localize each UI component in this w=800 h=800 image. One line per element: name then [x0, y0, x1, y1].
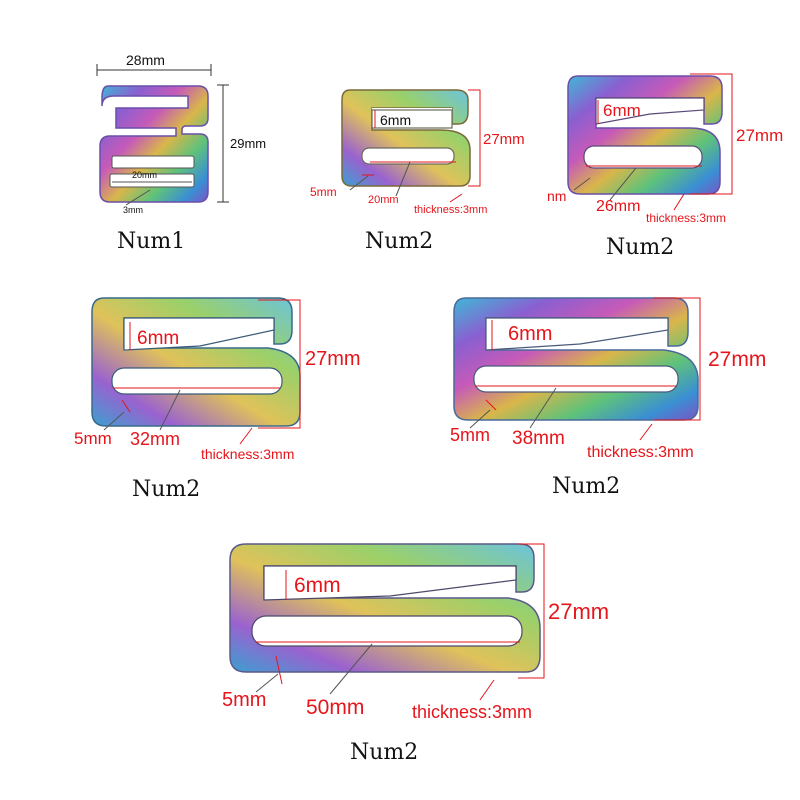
gap-label: 6mm	[137, 328, 180, 349]
gap-label: 6mm	[603, 101, 641, 120]
bar-width-label: nm	[547, 188, 567, 204]
height-label: 27mm	[736, 126, 784, 145]
gap-label: 6mm	[380, 112, 412, 128]
height-label: 29mm	[230, 136, 267, 151]
height-label: 27mm	[548, 599, 610, 624]
caption-num2: Num2	[552, 474, 621, 499]
caption-num2: Num2	[132, 477, 201, 502]
bar-width-label: 5mm	[310, 185, 337, 199]
bar-width-label: 5mm	[450, 425, 490, 445]
gap-label: 6mm	[294, 574, 341, 597]
slot-length-label: 38mm	[512, 428, 565, 449]
bar-width-label: 3mm	[123, 205, 143, 215]
thickness-label: thickness:3mm	[587, 444, 694, 461]
thickness-label: thickness:3mm	[414, 204, 488, 216]
gap-label: 6mm	[508, 323, 553, 345]
thickness-label: thickness:3mm	[412, 702, 533, 722]
slot-width-label: 20mm	[132, 170, 158, 180]
caption-num2: Num2	[365, 229, 434, 254]
slot-length-label: 32mm	[130, 429, 181, 449]
caption-num2: Num2	[606, 235, 675, 260]
height-label: 27mm	[708, 348, 767, 371]
height-label: 27mm	[483, 131, 525, 148]
bar-width-label: 5mm	[74, 429, 112, 448]
caption-num2: Num2	[350, 740, 419, 765]
bar-width-label: 5mm	[222, 689, 267, 711]
slot-length-label: 26mm	[596, 198, 641, 215]
caption-num1: Num1	[117, 229, 186, 254]
slot-length-label: 20mm	[368, 194, 399, 206]
height-label: 27mm	[305, 348, 361, 370]
thickness-label: thickness:3mm	[201, 446, 295, 462]
thickness-label: thickness:3mm	[646, 211, 727, 225]
slot-length-label: 50mm	[306, 696, 365, 719]
width-label: 28mm	[126, 52, 165, 68]
